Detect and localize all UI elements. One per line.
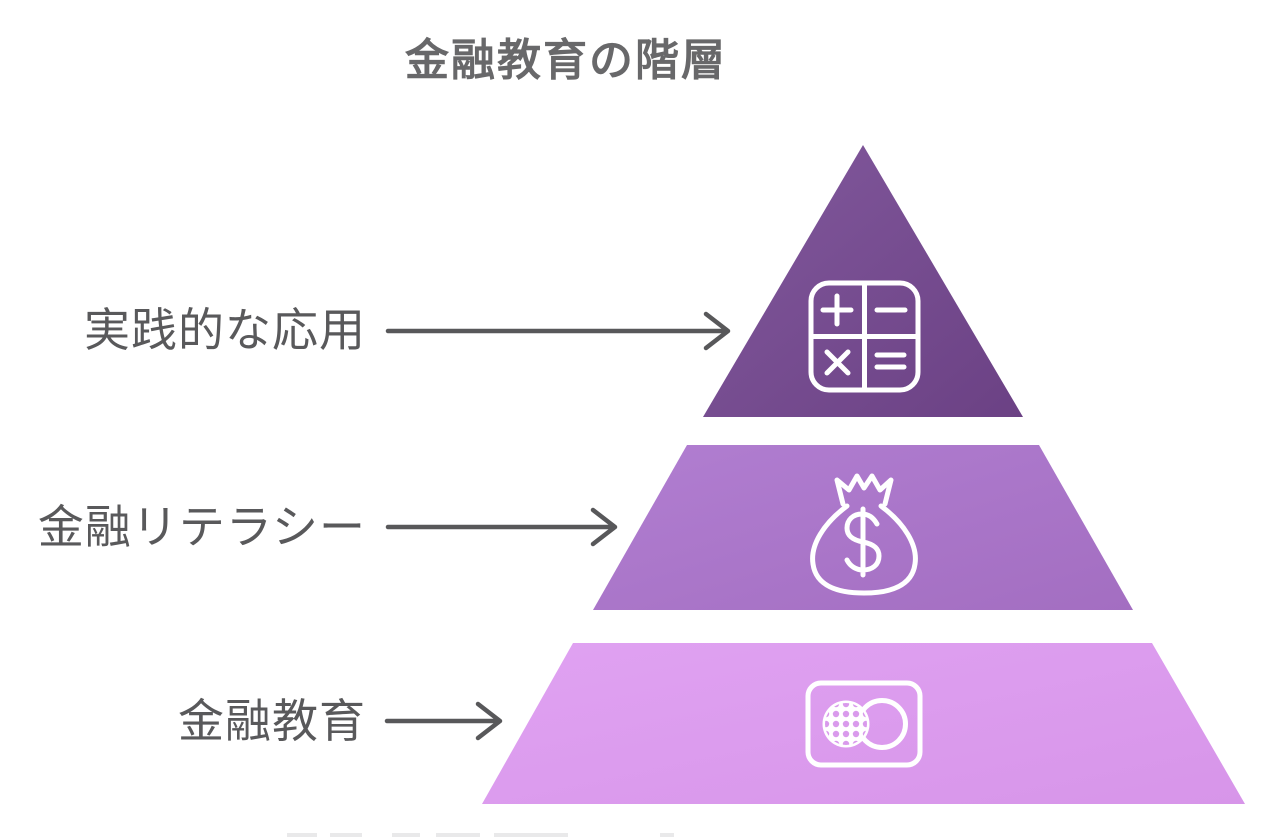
level-3-label: 金融教育 — [178, 695, 366, 747]
level-3-arrow — [384, 701, 503, 741]
cropped-text-remnant — [436, 833, 480, 837]
cropped-text-remnant — [660, 833, 674, 837]
cropped-text-remnant — [494, 833, 568, 837]
cropped-text-remnant — [392, 833, 420, 837]
coin-card-icon — [805, 680, 923, 768]
diagram-title: 金融教育の階層 — [405, 36, 727, 85]
level-2-arrow — [385, 507, 618, 547]
calculator-icon — [808, 280, 921, 393]
level-1-label: 実践的な応用 — [84, 304, 366, 356]
cropped-text-remnant — [287, 833, 317, 837]
level-2-label: 金融リテラシー — [37, 501, 366, 553]
level-1-arrow — [385, 311, 731, 351]
money-bag-icon — [810, 473, 918, 596]
cropped-text-remnant — [330, 833, 362, 837]
